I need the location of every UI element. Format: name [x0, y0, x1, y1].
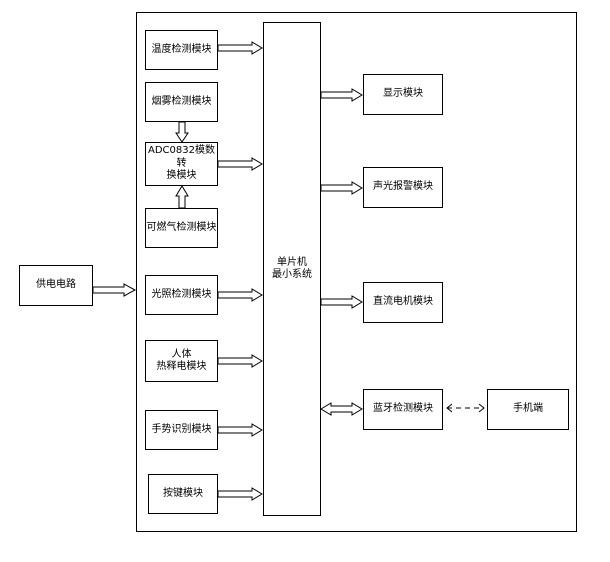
keys-module: 按键模块 [148, 474, 218, 514]
keys-module-label: 按键模块 [163, 487, 203, 499]
gesture-module: 手势识别模块 [145, 410, 218, 450]
smoke-module-label: 烟雾检测模块 [151, 95, 212, 107]
bluetooth-module-label: 蓝牙检测模块 [373, 403, 433, 415]
adc-module-label: ADC0832模数转 换模块 [148, 145, 215, 182]
smoke-module: 烟雾检测模块 [145, 82, 218, 122]
light-module-label: 光照检测模块 [151, 288, 212, 300]
display-module-label: 显示模块 [383, 88, 423, 100]
temperature-module: 温度检测模块 [145, 30, 218, 70]
phone-module: 手机端 [487, 389, 569, 430]
arrow-power-to-system [92, 283, 137, 297]
gas-module-label: 可燃气检测模块 [146, 221, 217, 233]
power-supply-label: 供电电路 [36, 279, 76, 291]
mcu-block: 单片机 最小系统 [263, 22, 321, 516]
motor-module-label: 直流电机模块 [373, 296, 433, 308]
power-supply-block: 供电电路 [19, 265, 93, 306]
pir-module-label: 人体 热释电模块 [156, 348, 207, 373]
gesture-module-label: 手势识别模块 [151, 423, 212, 435]
adc-module: ADC0832模数转 换模块 [145, 142, 218, 186]
phone-module-label: 手机端 [513, 403, 543, 415]
mcu-label: 单片机 最小系统 [272, 256, 312, 281]
alarm-module: 声光报警模块 [363, 167, 443, 208]
bluetooth-module: 蓝牙检测模块 [363, 389, 443, 430]
light-module: 光照检测模块 [145, 275, 218, 315]
pir-module: 人体 热释电模块 [145, 340, 218, 382]
temperature-module-label: 温度检测模块 [151, 43, 212, 55]
display-module: 显示模块 [363, 74, 443, 115]
gas-module: 可燃气检测模块 [145, 208, 218, 248]
system-boundary [136, 12, 577, 532]
motor-module: 直流电机模块 [363, 282, 443, 323]
alarm-module-label: 声光报警模块 [373, 181, 433, 193]
